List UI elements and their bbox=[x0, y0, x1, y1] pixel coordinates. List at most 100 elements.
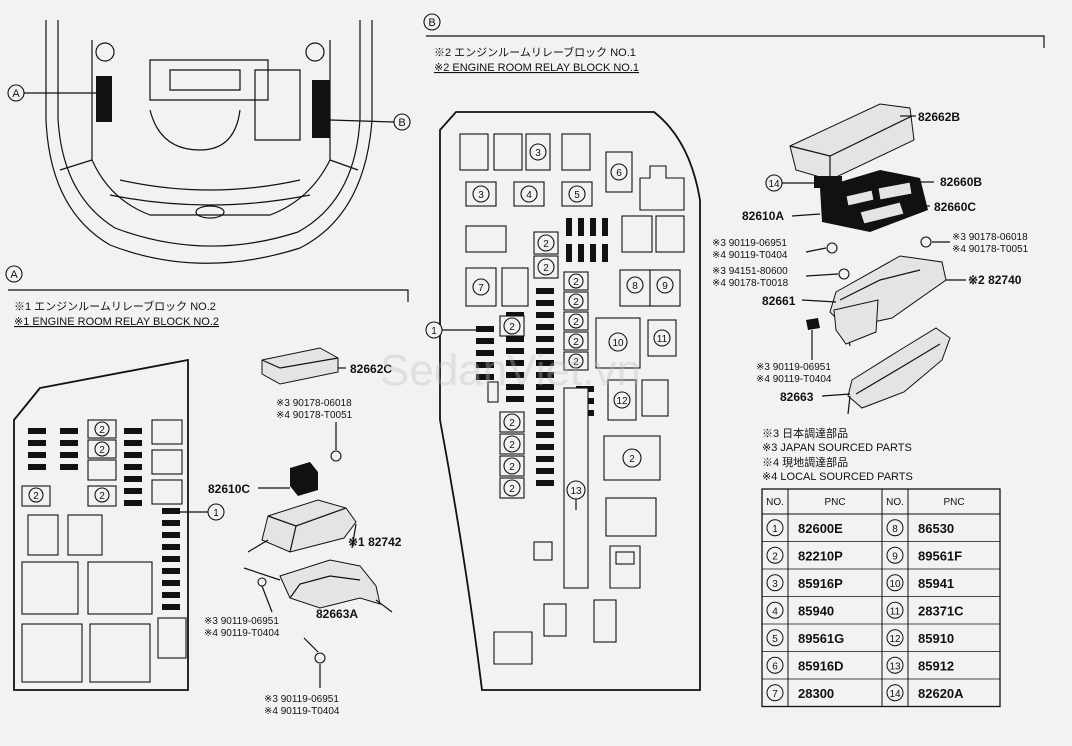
exploded-parts-b: 82662B 14 82660B 82660C 82610A ※3 90119-… bbox=[712, 103, 1029, 415]
svg-text:2: 2 bbox=[99, 425, 105, 436]
svg-text:※4 90119-T0404: ※4 90119-T0404 bbox=[712, 250, 788, 261]
svg-text:2: 2 bbox=[509, 440, 515, 451]
row-number-circle bbox=[886, 574, 904, 592]
part-82662b: 82662B bbox=[918, 110, 960, 124]
table-cell-no: 8 bbox=[892, 524, 898, 535]
table-cell-no: 7 bbox=[772, 689, 778, 700]
section-a-header: A ※1 エンジンルームリレーブロック NO.2 ※1 ENGINE ROOM … bbox=[5, 265, 409, 328]
callout-1-a: 1 bbox=[180, 503, 225, 521]
svg-text:※3 90119-06951: ※3 90119-06951 bbox=[712, 238, 787, 249]
row-number-circle bbox=[886, 601, 904, 619]
part-82610a: 82610A bbox=[742, 209, 784, 223]
table-cell-pnc: 28300 bbox=[798, 686, 834, 701]
table-cell-no: 12 bbox=[889, 634, 901, 645]
table-cell-pnc: 85910 bbox=[918, 631, 954, 646]
svg-text:2: 2 bbox=[573, 357, 579, 368]
svg-text:9: 9 bbox=[662, 281, 668, 292]
relay-block-no2: 2 2 2 2 bbox=[13, 358, 189, 691]
table-cell-pnc: 82210P bbox=[798, 548, 843, 563]
table-header-cell: PNC bbox=[824, 497, 845, 508]
table-header-cell: NO. bbox=[886, 497, 904, 508]
svg-text:※4 90119-T0404: ※4 90119-T0404 bbox=[204, 628, 280, 639]
table-cell-no: 9 bbox=[892, 551, 898, 562]
svg-text:2: 2 bbox=[543, 239, 549, 250]
row-number-circle bbox=[766, 574, 784, 592]
svg-text:2: 2 bbox=[509, 484, 515, 495]
table-cell-no: 5 bbox=[772, 634, 778, 645]
svg-text:2: 2 bbox=[573, 277, 579, 288]
svg-text:2: 2 bbox=[509, 418, 515, 429]
table-cell-no: 3 bbox=[772, 579, 778, 590]
svg-text:※4 90119-T0404: ※4 90119-T0404 bbox=[264, 706, 340, 717]
part-82610c: 82610C bbox=[208, 482, 250, 496]
block-a-title-jp: ※1 エンジンルームリレーブロック NO.2 bbox=[14, 299, 216, 313]
svg-text:14: 14 bbox=[768, 179, 780, 190]
svg-text:2: 2 bbox=[33, 491, 39, 502]
table-cell-pnc: 85941 bbox=[918, 576, 954, 591]
row-number-circle bbox=[766, 656, 784, 674]
svg-text:5: 5 bbox=[574, 190, 580, 201]
table-cell-pnc: 85940 bbox=[798, 603, 834, 618]
table-cell-no: 14 bbox=[889, 689, 901, 700]
table-cell-no: 2 bbox=[772, 551, 778, 562]
svg-text:7: 7 bbox=[478, 283, 484, 294]
part-82663a: 82663A bbox=[316, 607, 358, 621]
svg-text:1: 1 bbox=[213, 508, 219, 519]
svg-text:2: 2 bbox=[573, 337, 579, 348]
part-82662c: 82662C bbox=[350, 362, 392, 376]
row-number-circle bbox=[886, 519, 904, 537]
row-number-circle bbox=[886, 546, 904, 564]
svg-text:2: 2 bbox=[509, 322, 515, 333]
part-82660b: 82660B bbox=[940, 175, 982, 189]
svg-text:4: 4 bbox=[526, 190, 532, 201]
svg-text:8: 8 bbox=[632, 281, 638, 292]
table-cell-no: 4 bbox=[772, 606, 778, 617]
callout-1-b: 1 bbox=[425, 321, 476, 339]
block-b-title-en: ※2 ENGINE ROOM RELAY BLOCK NO.1 bbox=[434, 62, 639, 74]
svg-text:13: 13 bbox=[570, 486, 582, 497]
table-cell-pnc: 28371C bbox=[918, 603, 964, 618]
svg-text:12: 12 bbox=[616, 396, 628, 407]
svg-text:※3 90178-06018: ※3 90178-06018 bbox=[276, 398, 352, 409]
sourcing-legend: ※3 日本調達部品 ※3 JAPAN SOURCED PARTS ※4 現地調達… bbox=[762, 426, 913, 483]
table-cell-no: 10 bbox=[889, 579, 901, 590]
svg-text:※3 90119-06951: ※3 90119-06951 bbox=[264, 694, 339, 705]
svg-text:6: 6 bbox=[616, 168, 622, 179]
part-82661: 82661 bbox=[762, 294, 796, 308]
table-header-cell: PNC bbox=[943, 497, 964, 508]
svg-text:A: A bbox=[12, 88, 20, 100]
svg-text:※3 日本調達部品: ※3 日本調達部品 bbox=[762, 426, 848, 440]
fuse-strip-left bbox=[28, 428, 180, 610]
svg-text:※3 90119-06951: ※3 90119-06951 bbox=[204, 616, 279, 627]
row-number-circle bbox=[766, 684, 784, 702]
svg-text:2: 2 bbox=[543, 263, 549, 274]
row-number-circle bbox=[766, 546, 784, 564]
svg-text:2: 2 bbox=[629, 454, 635, 465]
table-header-cell: NO. bbox=[766, 497, 784, 508]
svg-text:3: 3 bbox=[478, 190, 484, 201]
svg-text:※3 90119-06951: ※3 90119-06951 bbox=[756, 362, 831, 373]
svg-text:2: 2 bbox=[99, 445, 105, 456]
svg-text:※4 90178-T0018: ※4 90178-T0018 bbox=[712, 278, 789, 289]
svg-text:2: 2 bbox=[99, 491, 105, 502]
table-cell-pnc: 82620A bbox=[918, 686, 964, 701]
svg-text:※4 90178-T0051: ※4 90178-T0051 bbox=[276, 410, 353, 421]
svg-text:※4 90178-T0051: ※4 90178-T0051 bbox=[952, 244, 1029, 255]
section-b-header: B ※2 エンジンルームリレーブロック NO.1 ※2 ENGINE ROOM … bbox=[423, 13, 1045, 74]
svg-text:2: 2 bbox=[509, 462, 515, 473]
svg-text:※4 現地調達部品: ※4 現地調達部品 bbox=[762, 455, 848, 469]
table-cell-pnc: 85916P bbox=[798, 576, 843, 591]
callout-a-top: A bbox=[7, 84, 98, 102]
svg-text:※4 90119-T0404: ※4 90119-T0404 bbox=[756, 374, 832, 385]
svg-text:※3 JAPAN SOURCED PARTS: ※3 JAPAN SOURCED PARTS bbox=[762, 442, 912, 454]
svg-text:10: 10 bbox=[612, 338, 624, 349]
svg-text:2: 2 bbox=[573, 297, 579, 308]
block-b-title-jp: ※2 エンジンルームリレーブロック NO.1 bbox=[434, 45, 636, 59]
table-cell-pnc: 89561G bbox=[798, 631, 844, 646]
row-number-circle bbox=[766, 601, 784, 619]
svg-text:※4 LOCAL SOURCED PARTS: ※4 LOCAL SOURCED PARTS bbox=[762, 471, 913, 483]
block-a-title-en: ※1 ENGINE ROOM RELAY BLOCK NO.2 bbox=[14, 316, 219, 328]
part-82740: ※2 82740 bbox=[968, 273, 1022, 287]
